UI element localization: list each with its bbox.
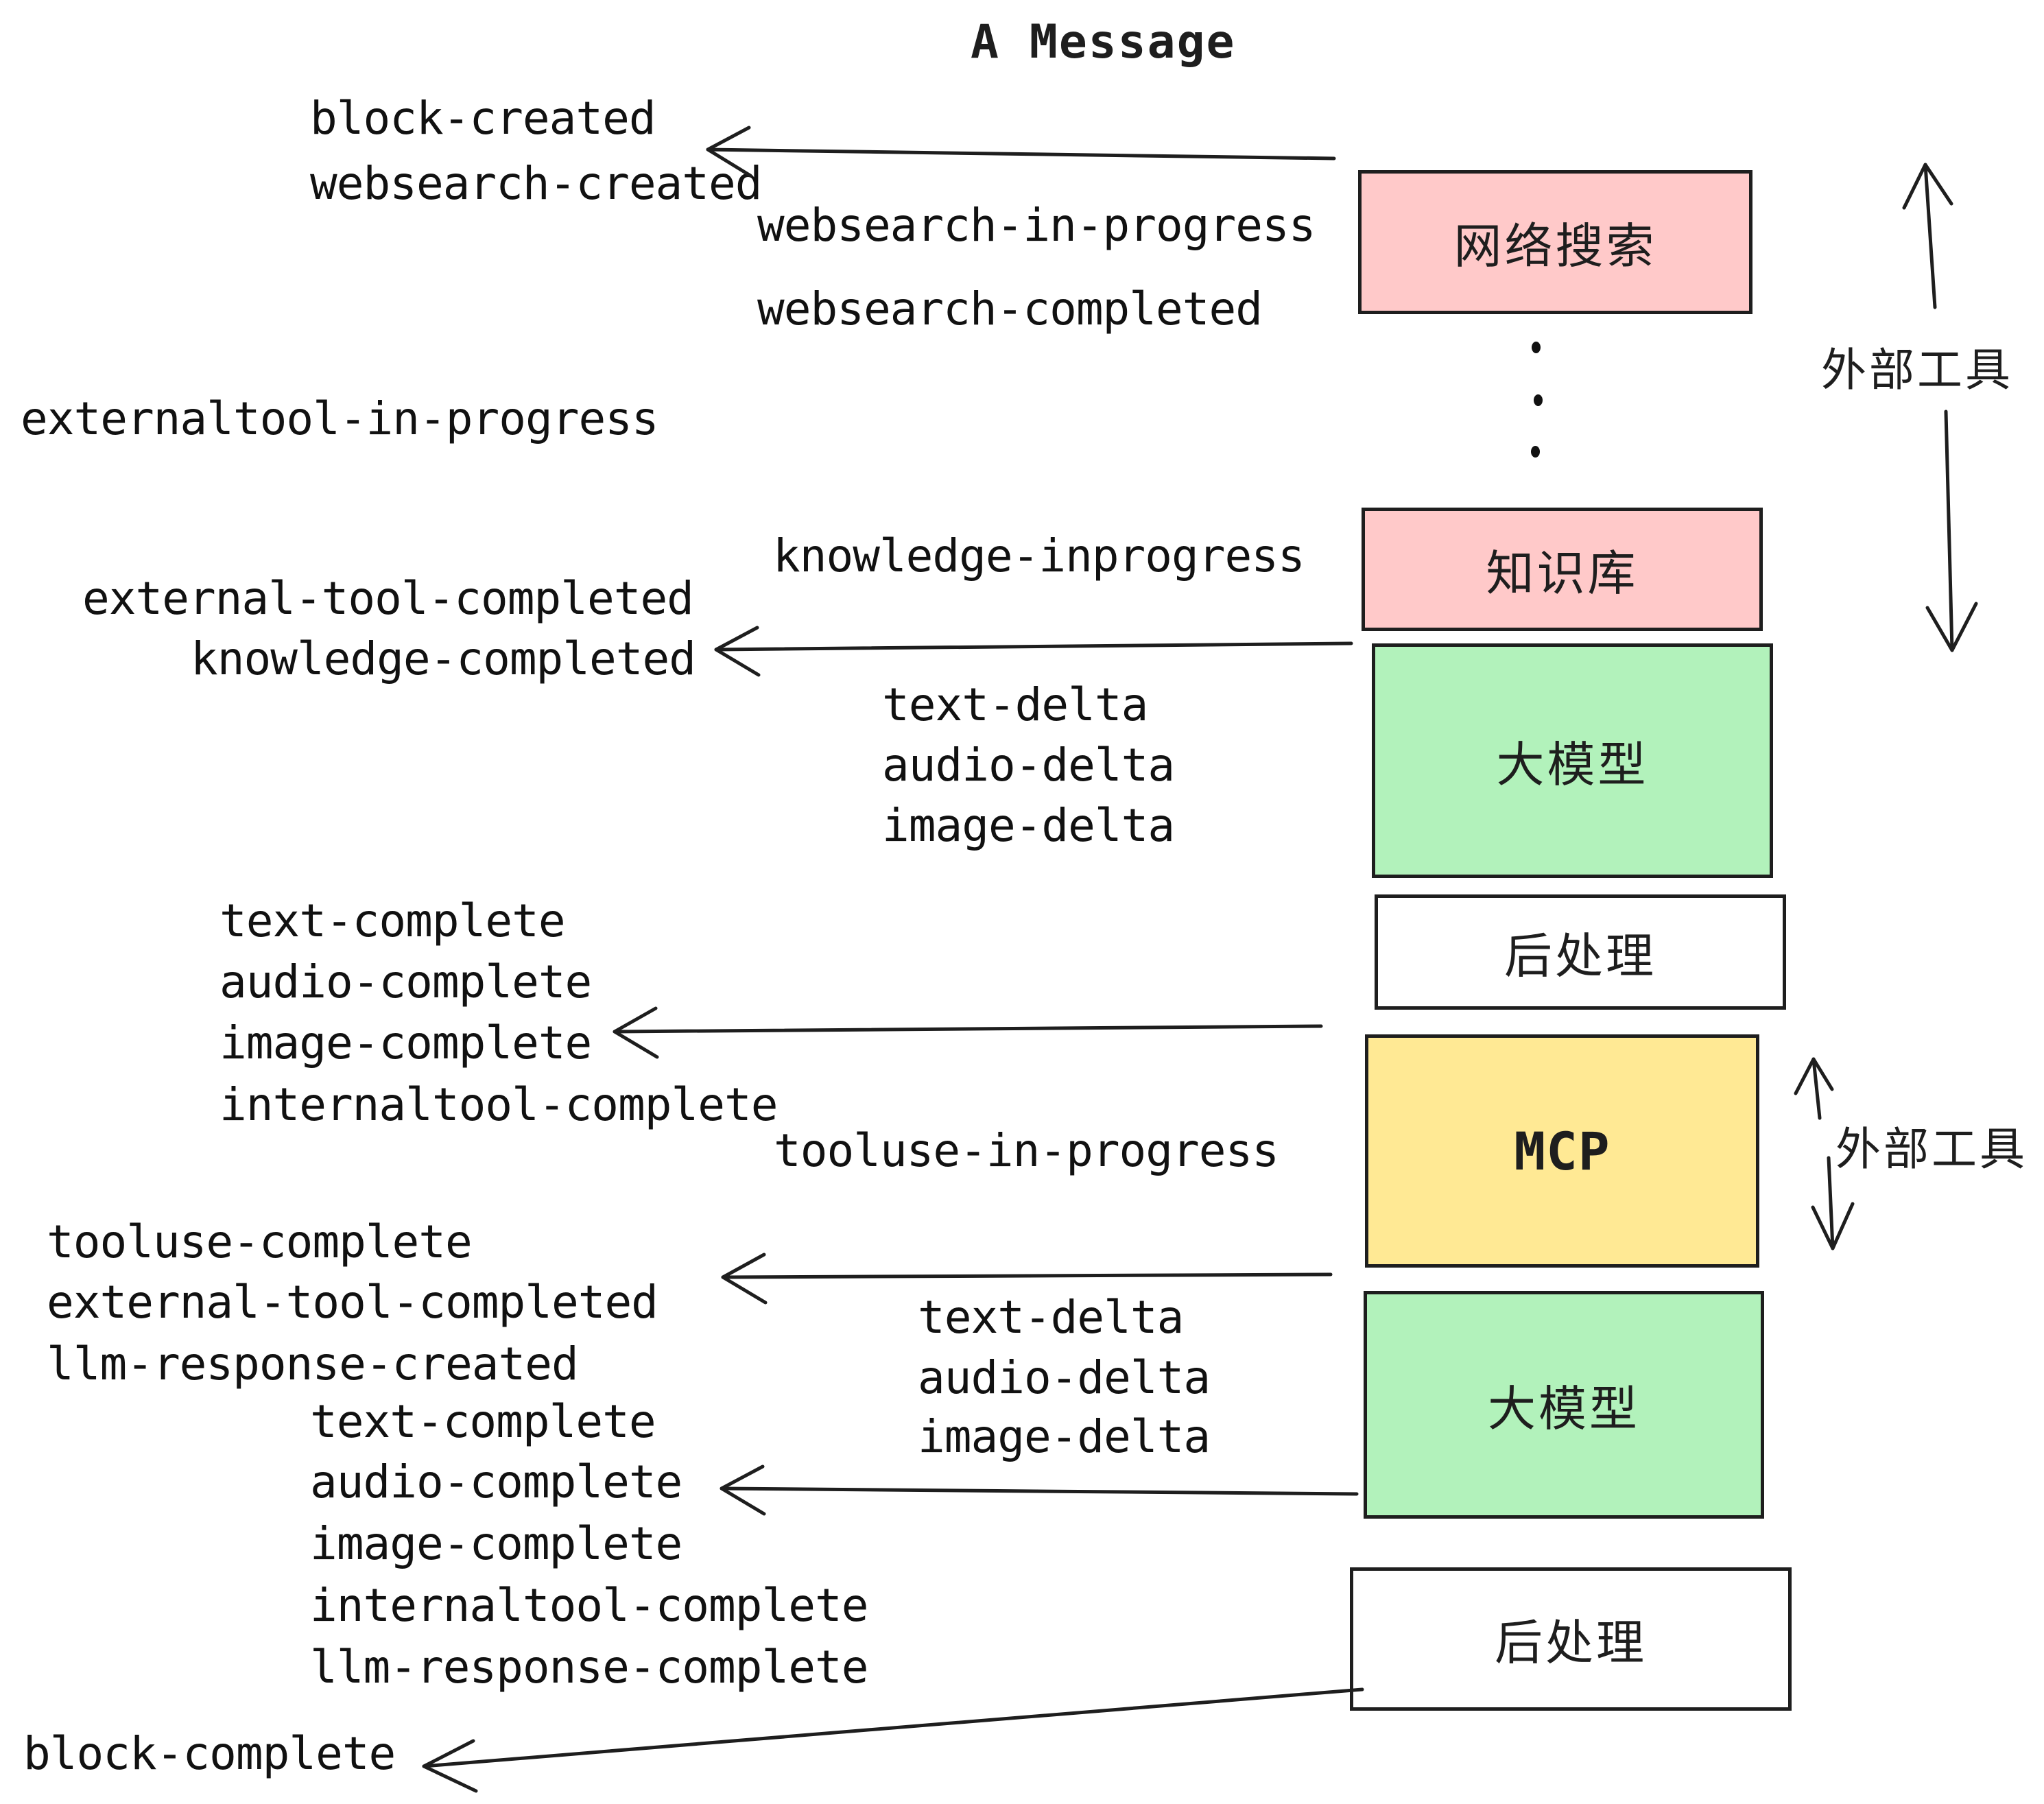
external-tools-down-arrow-1-icon bbox=[1925, 410, 1978, 652]
event-label-audio-complete-2: audio-complete bbox=[310, 1456, 682, 1508]
event-label-websearch-created: websearch-created bbox=[310, 157, 763, 210]
event-label-internaltool-complete-1: internaltool-complete bbox=[219, 1078, 778, 1131]
external-tools-label-2: 外部工具 bbox=[1835, 1123, 2028, 1176]
event-label-text-delta-1: text-delta bbox=[882, 678, 1148, 731]
arrow-to-knowledge-completed-icon bbox=[714, 626, 1353, 677]
knowledge-base-box: 知识库 bbox=[1362, 508, 1763, 631]
event-label-text-complete-1: text-complete bbox=[219, 894, 566, 947]
postprocess-box-2: 后处理 bbox=[1350, 1567, 1792, 1711]
arrow-to-image-complete-icon bbox=[613, 1006, 1323, 1059]
llm-box-1: 大模型 bbox=[1372, 643, 1773, 878]
ellipsis-dot bbox=[1531, 446, 1540, 458]
ellipsis-dot bbox=[1534, 394, 1543, 406]
websearch-box-label: 网络搜索 bbox=[1453, 217, 1657, 274]
postprocess-box-1-label: 后处理 bbox=[1504, 927, 1656, 984]
mcp-box: MCP bbox=[1365, 1034, 1759, 1268]
event-label-audio-delta-2: audio-delta bbox=[918, 1351, 1211, 1404]
event-label-block-created: block-created bbox=[310, 92, 656, 145]
event-label-knowledge-completed: knowledge-completed bbox=[191, 632, 696, 685]
event-label-llm-response-created: llm-response-created bbox=[47, 1338, 579, 1390]
external-tools-up-arrow-2-icon bbox=[1794, 1057, 1834, 1120]
event-label-text-complete-2: text-complete bbox=[310, 1395, 656, 1448]
event-label-llm-response-complete: llm-response-complete bbox=[310, 1641, 868, 1694]
arrow-to-audio-complete-icon bbox=[720, 1464, 1359, 1516]
mcp-box-label: MCP bbox=[1514, 1120, 1611, 1182]
event-label-websearch-in-progress: websearch-in-progress bbox=[757, 199, 1316, 252]
llm-box-1-label: 大模型 bbox=[1496, 736, 1649, 793]
llm-box-2: 大模型 bbox=[1364, 1291, 1764, 1519]
ellipsis-dot bbox=[1532, 342, 1541, 353]
arrow-to-block-created-icon bbox=[706, 126, 1336, 178]
arrow-to-block-complete-icon bbox=[422, 1687, 1364, 1793]
knowledge-base-box-label: 知识库 bbox=[1486, 545, 1639, 602]
external-tools-up-arrow-1-icon bbox=[1902, 163, 1953, 309]
websearch-box: 网络搜索 bbox=[1358, 170, 1752, 314]
event-label-tooluse-in-progress: tooluse-in-progress bbox=[774, 1124, 1279, 1177]
postprocess-box-1: 后处理 bbox=[1375, 894, 1786, 1010]
event-label-image-complete-2: image-complete bbox=[310, 1517, 682, 1570]
event-label-audio-delta-1: audio-delta bbox=[882, 739, 1175, 792]
event-label-external-tool-completed-2: external-tool-completed bbox=[47, 1276, 658, 1329]
event-label-external-tool-completed: external-tool-completed bbox=[82, 572, 694, 625]
event-label-image-delta-1: image-delta bbox=[882, 799, 1175, 852]
event-label-text-delta-2: text-delta bbox=[918, 1291, 1184, 1344]
llm-box-2-label: 大模型 bbox=[1488, 1380, 1640, 1437]
external-tools-label-1: 外部工具 bbox=[1821, 344, 2013, 396]
event-label-internaltool-complete-2: internaltool-complete bbox=[310, 1579, 868, 1632]
postprocess-box-2-label: 后处理 bbox=[1495, 1615, 1647, 1671]
event-label-image-complete-1: image-complete bbox=[219, 1017, 592, 1069]
event-label-block-complete: block-complete bbox=[23, 1727, 396, 1780]
event-label-websearch-completed: websearch-completed bbox=[757, 283, 1263, 335]
event-label-knowledge-inprogress: knowledge-inprogress bbox=[773, 530, 1305, 582]
event-label-externaltool-in-progress: externaltool-in-progress bbox=[21, 392, 659, 445]
event-label-image-delta-2: image-delta bbox=[918, 1410, 1211, 1463]
event-label-audio-complete-1: audio-complete bbox=[219, 956, 592, 1008]
diagram-title: A Message bbox=[971, 15, 1236, 69]
event-label-tooluse-complete: tooluse-complete bbox=[47, 1215, 473, 1268]
